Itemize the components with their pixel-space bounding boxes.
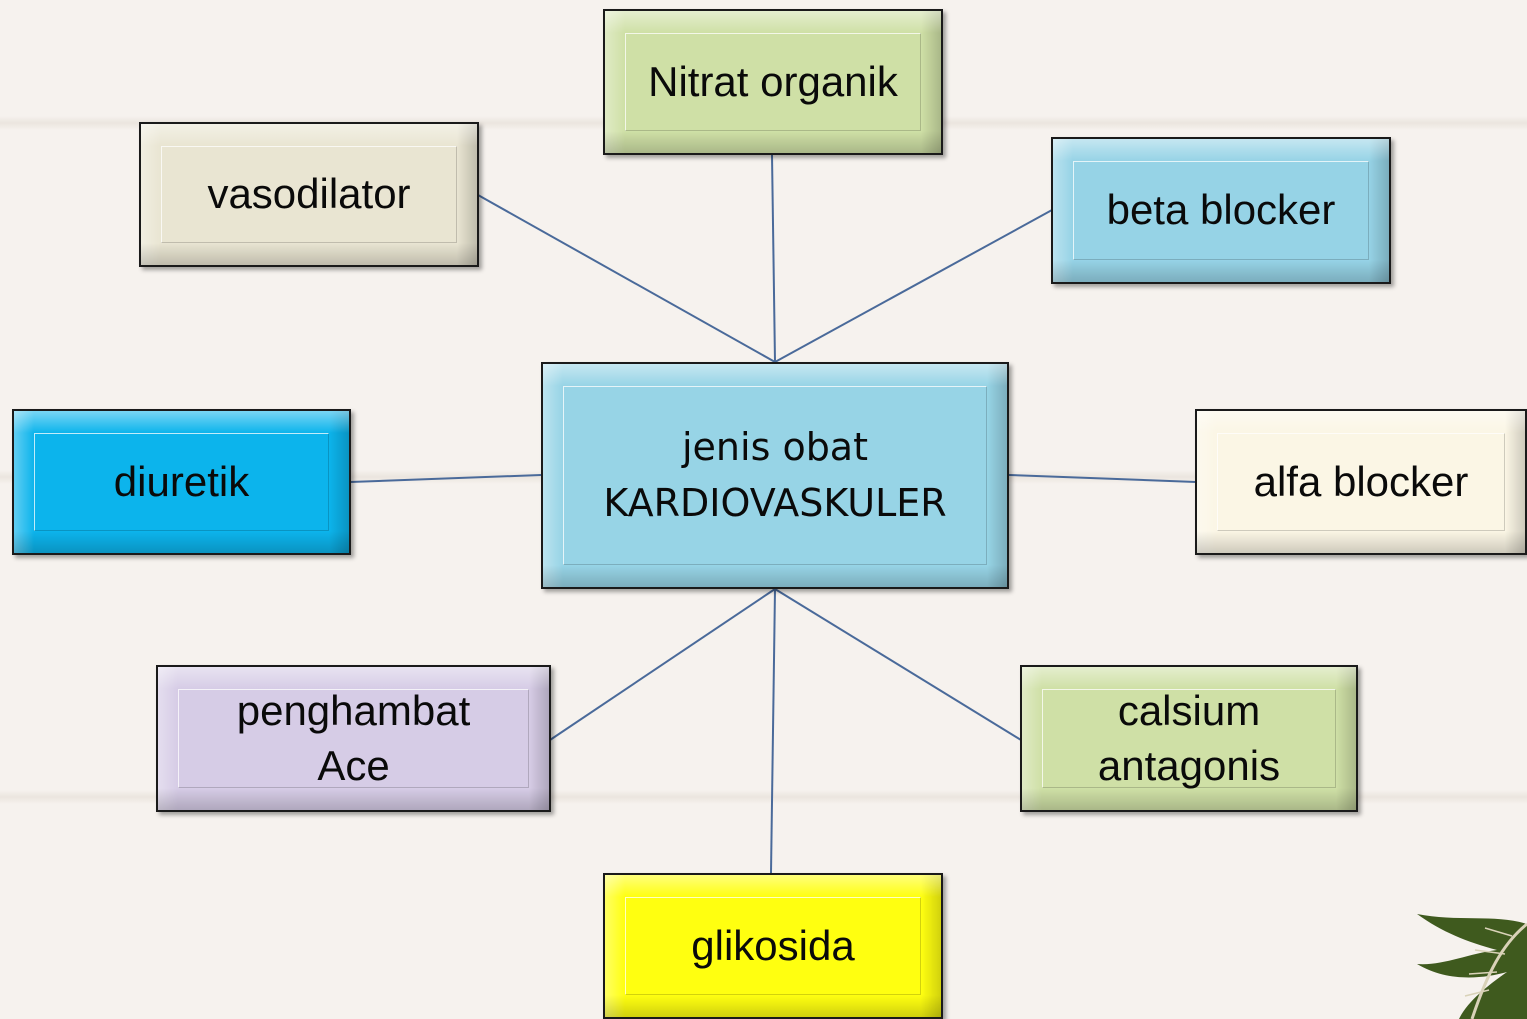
node-inner-frame [1217, 433, 1505, 531]
node-inner-frame [625, 33, 921, 131]
node-inner-frame [625, 897, 921, 995]
node-vasodilator: vasodilator [139, 122, 479, 267]
connector-vasodilator [477, 194, 776, 363]
center-label: jenis obat KARDIOVASKULER [543, 364, 1007, 587]
node-label-diuretik: diuretik [113, 457, 250, 505]
node-label-nitrat: Nitrat organik [648, 57, 898, 105]
node-label-ace: penghambat Ace [236, 686, 471, 789]
node-diuretik: diuretik [12, 409, 351, 555]
connector-glikosida [770, 588, 776, 874]
center-label-line-1: jenis obat [681, 425, 868, 470]
connector-ace [549, 588, 776, 741]
node-label-alfa: alfa blocker [1253, 457, 1469, 505]
node-inner-frame [34, 433, 329, 531]
node-label-glikosida: glikosida [691, 921, 855, 969]
connector-calsium [774, 588, 1022, 741]
node-inner-frame [1073, 161, 1369, 260]
center-label-line-2: KARDIOVASKULER [603, 480, 947, 525]
node-inner-frame [563, 386, 987, 565]
connector-nitrat [771, 154, 776, 363]
node-calsium: calsium antagonis [1020, 665, 1358, 812]
node-inner-frame [178, 689, 529, 788]
connector-diuretik [349, 474, 542, 483]
node-inner-frame [1042, 689, 1336, 788]
node-beta: beta blocker [1051, 137, 1391, 284]
connector-alfa [1008, 474, 1197, 483]
connector-beta [774, 209, 1053, 363]
node-label-beta: beta blocker [1106, 186, 1336, 234]
node-label-calsium: calsium antagonis [1097, 686, 1281, 789]
node-nitrat: Nitrat organik [603, 9, 943, 155]
leaf-icon [1417, 914, 1527, 1019]
center-node: jenis obat KARDIOVASKULER [541, 362, 1009, 589]
node-ace: penghambat Ace [156, 665, 551, 812]
node-alfa: alfa blocker [1195, 409, 1527, 555]
node-inner-frame [161, 146, 457, 243]
node-glikosida: glikosida [603, 873, 943, 1019]
node-label-vasodilator: vasodilator [207, 170, 411, 218]
